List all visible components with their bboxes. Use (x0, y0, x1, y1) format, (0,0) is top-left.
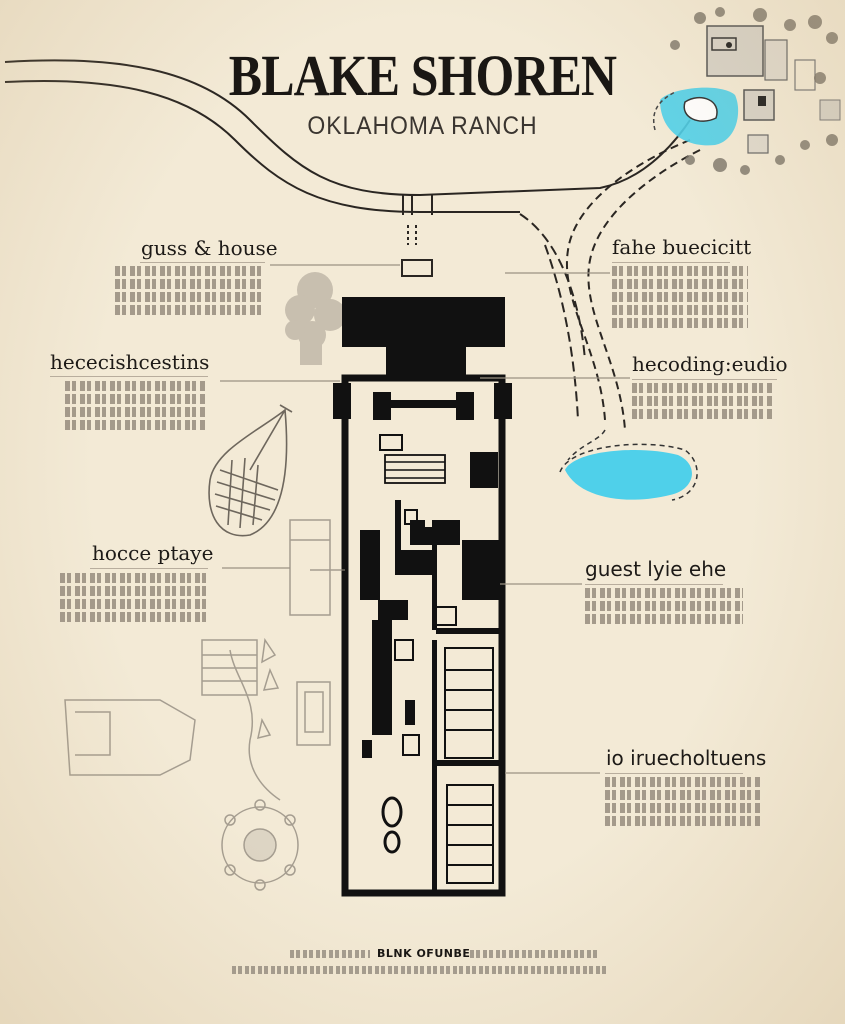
callout-label-right-3: guest lyie ehe (585, 557, 727, 581)
footer-text-sub (232, 966, 608, 974)
callout-text-block (115, 266, 263, 318)
footer-title: BLNK OFUNBE (377, 947, 471, 960)
footer-text-left (290, 950, 370, 958)
callout-text-block (60, 573, 208, 625)
callout-label-left-1: guss & house (141, 236, 278, 260)
footer-text-right (470, 950, 600, 958)
callout-label-right-2: hecoding:eudio (632, 352, 788, 376)
callout-text-block (632, 383, 774, 422)
callout-underline (632, 379, 777, 380)
page-subtitle: OKLAHOMA RANCH (307, 112, 538, 140)
callout-label-left-3: hocce ptaye (92, 541, 214, 565)
callout-text-block (605, 777, 760, 829)
callout-underline (605, 773, 743, 774)
top-right-compound (653, 7, 841, 175)
side-plans (64, 519, 345, 891)
page-title: BLAKE SHOREN (228, 43, 617, 108)
callout-underline (140, 262, 265, 263)
callout-underline (90, 568, 208, 569)
callout-label-left-2: hececishcestins (50, 350, 210, 374)
callout-label-right-1: fahe buecicitt (612, 235, 752, 259)
callout-underline (50, 376, 208, 377)
smoke-tree (285, 272, 346, 365)
callout-label-right-4: io iruecholtuens (606, 746, 767, 770)
pond (559, 429, 698, 501)
callout-text-block (65, 381, 205, 433)
callout-text-block (612, 266, 748, 331)
callout-underline (612, 262, 730, 263)
road-lines (4, 59, 701, 431)
callout-underline (585, 584, 723, 585)
callout-text-block (585, 588, 743, 627)
leader-lines (220, 264, 630, 774)
boat-sketch (208, 404, 293, 537)
bridge-marks (401, 195, 433, 277)
main-house-plan (333, 297, 512, 897)
